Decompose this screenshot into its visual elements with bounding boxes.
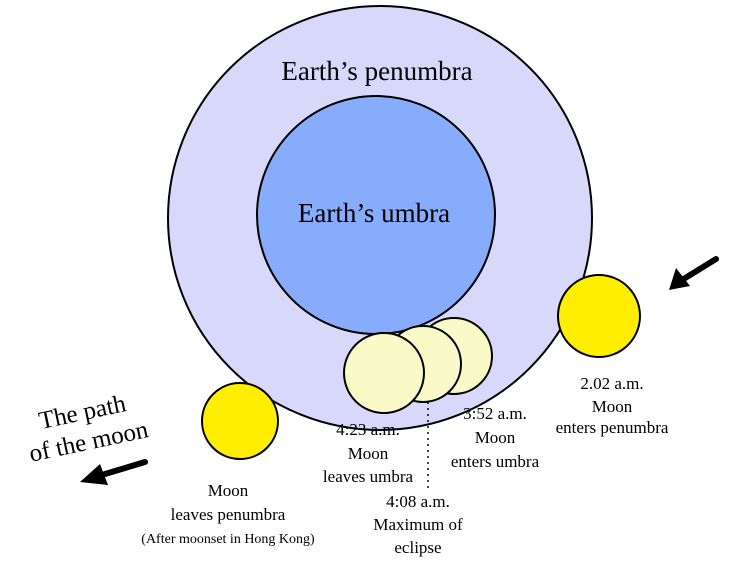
moon-position-leave-umbra (343, 332, 425, 414)
enter-umbra-label: 3:52 a.m. Moon enters umbra (451, 404, 540, 471)
maximum-line-3: eclipse (394, 538, 441, 557)
penumbra-label: Earth’s penumbra (281, 56, 472, 86)
arrow-down-left-icon (80, 459, 148, 485)
leave-umbra-label: 4:23 a.m. Moon leaves umbra (323, 420, 414, 486)
path-label: The path of the moon (27, 390, 151, 468)
enter-penumbra-line-3: enters penumbra (556, 418, 669, 437)
enter-penumbra-line-2: Moon (592, 397, 633, 416)
moon-leave-penumbra (201, 382, 279, 460)
enter-umbra-time: 3:52 a.m. (463, 404, 527, 423)
moonset-note: (After moonset in Hong Kong) (141, 532, 315, 547)
maximum-label: 4:08 a.m. Maximum of eclipse (373, 492, 463, 557)
maximum-line-2: Maximum of (373, 515, 463, 534)
leave-umbra-line-3: leaves umbra (323, 467, 414, 486)
enter-penumbra-time: 2.02 a.m. (580, 374, 643, 393)
enter-penumbra-label: 2.02 a.m. Moon enters penumbra (556, 374, 669, 437)
leave-penumbra-line-1: Moon (208, 481, 249, 500)
umbra-label: Earth’s umbra (298, 198, 450, 228)
enter-umbra-line-2: Moon (475, 428, 516, 447)
leave-umbra-line-2: Moon (348, 444, 389, 463)
enter-umbra-line-3: enters umbra (451, 452, 540, 471)
arrow-down-left-icon (669, 256, 719, 290)
maximum-time: 4:08 a.m. (386, 492, 450, 511)
leave-penumbra-label: Moon leaves penumbra (After moonset in H… (141, 481, 315, 547)
leave-penumbra-line-2: leaves penumbra (171, 505, 286, 524)
leave-umbra-time: 4:23 a.m. (336, 420, 400, 439)
moon-enter-penumbra (557, 274, 641, 358)
